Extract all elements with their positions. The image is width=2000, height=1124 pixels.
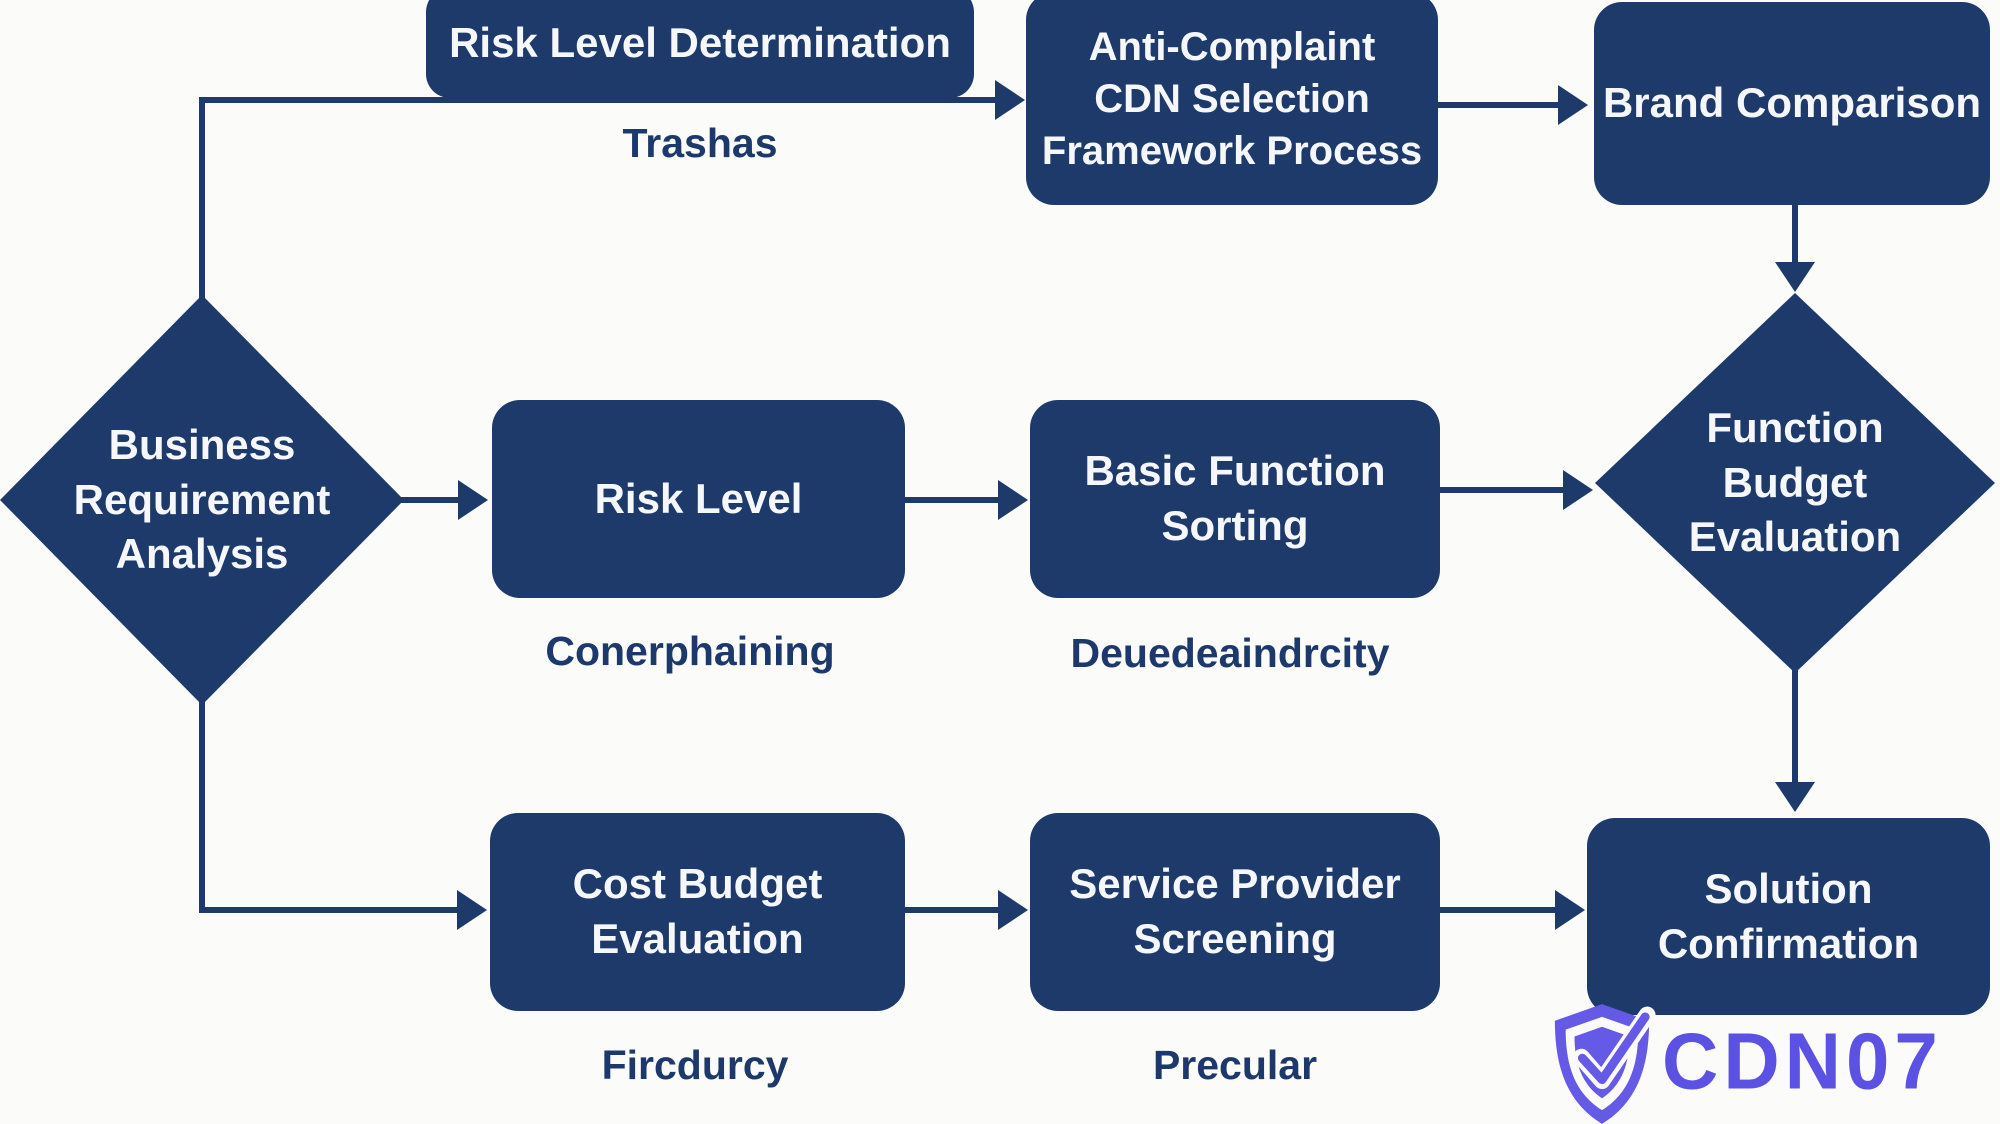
connector-function-down: [1792, 670, 1798, 785]
cdn07-logo: CDN07: [1548, 1000, 1943, 1124]
connector-business-to-risk: [398, 497, 460, 503]
arrowhead-into-basic-function-icon: [998, 480, 1028, 520]
shield-check-icon: [1554, 1004, 1656, 1124]
annotation-conerphaining: Conerphaining: [545, 628, 835, 674]
node-function-budget-evaluation: Function Budget Evaluation: [1595, 293, 1995, 673]
node-anti-complaint-framework: Anti-Complaint CDN Selection Framework P…: [1026, 0, 1438, 205]
arrowhead-into-function-diamond-icon: [1775, 262, 1815, 292]
node-basic-function-sorting: Basic Function Sorting: [1030, 400, 1440, 598]
node-solution-confirmation: Solution Confirmation: [1587, 818, 1990, 1015]
node-business-requirement-analysis: Business Requirement Analysis: [0, 295, 404, 705]
logo-text: CDN07: [1662, 1016, 1943, 1106]
node-risk-level: Risk Level: [492, 400, 905, 598]
arrowhead-into-service-icon: [998, 890, 1028, 930]
arrowhead-into-function-left-icon: [1563, 470, 1593, 510]
diamond-label: Business Requirement Analysis: [73, 421, 331, 578]
arrowhead-into-solution-left-icon: [1555, 890, 1585, 930]
diamond-label: Function Budget Evaluation: [1688, 404, 1902, 561]
connector-brand-down: [1792, 205, 1798, 265]
annotation-precular: Precular: [1152, 1042, 1318, 1088]
arrowhead-into-risk-level-icon: [458, 480, 488, 520]
node-cost-budget-evaluation: Cost Budget Evaluation: [490, 813, 905, 1011]
connector-risk-to-basic: [905, 497, 1000, 503]
arrowhead-into-anti-complaint-icon: [995, 80, 1025, 120]
connector-top-rail: [199, 97, 997, 103]
annotation-fircdurcy: Fircdurcy: [601, 1042, 789, 1088]
annotation-trashas: Trashas: [622, 120, 778, 166]
connector-anti-to-brand: [1438, 102, 1560, 108]
connector-basic-to-function: [1440, 487, 1565, 493]
node-brand-comparison: Brand Comparison: [1594, 2, 1990, 205]
connector-bottom-rail: [199, 907, 459, 913]
arrowhead-into-brand-icon: [1558, 85, 1588, 125]
connector-cost-to-service: [905, 907, 1000, 913]
node-risk-level-determination: Risk Level Determination: [426, 0, 974, 98]
connector-business-down: [199, 702, 205, 913]
arrowhead-into-solution-icon: [1775, 782, 1815, 812]
connector-business-up: [199, 97, 205, 299]
annotation-deuedeaindrcity: Deuedeaindrcity: [1070, 630, 1390, 676]
connector-service-to-solution: [1440, 907, 1557, 913]
arrowhead-into-cost-budget-icon: [457, 890, 487, 930]
node-service-provider-screening: Service Provider Screening: [1030, 813, 1440, 1011]
